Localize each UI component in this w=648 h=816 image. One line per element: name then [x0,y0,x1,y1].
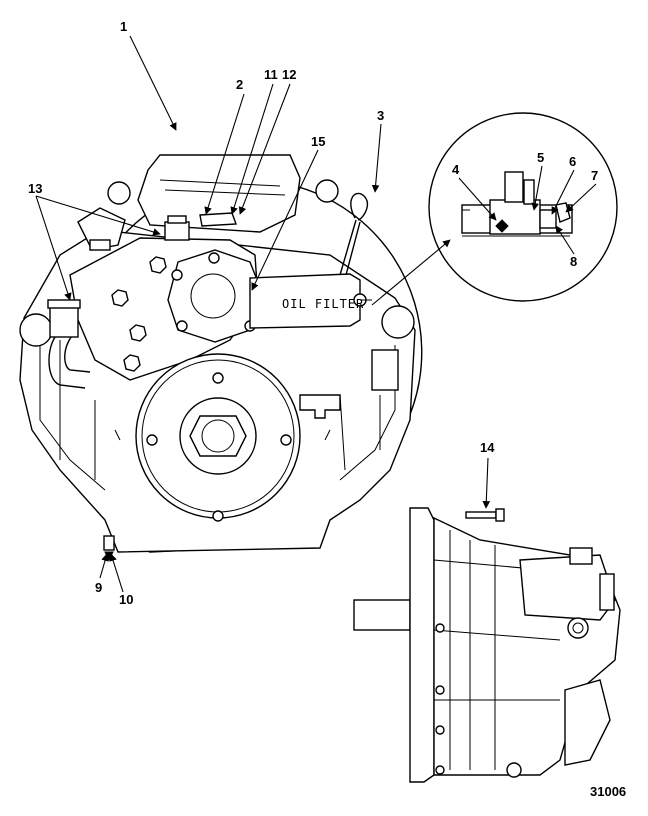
callout-2: 2 [236,77,243,92]
front-view-housing [19,154,423,562]
callout-8: 8 [570,254,577,269]
callout-9: 9 [95,580,102,595]
callout-7: 7 [591,168,598,183]
callout-14: 14 [480,440,495,455]
callout-3: 3 [377,108,384,123]
figure-number: 31006 [590,784,626,799]
callout-1: 1 [120,19,127,34]
oil-filter-label: OIL FILTER [282,297,364,311]
callout-10: 10 [119,592,133,607]
callout-5: 5 [537,150,544,165]
callout-15: 15 [311,134,325,149]
callout-6: 6 [569,154,576,169]
callout-12: 12 [282,67,296,82]
side-view-housing [353,507,621,783]
callout-11: 11 [264,67,278,82]
detail-view-circle [428,112,618,302]
callout-13: 13 [28,181,42,196]
callout-labels: 1 2 3 4 5 6 7 8 9 10 11 12 13 14 15 [28,19,598,607]
callout-4: 4 [452,162,460,177]
leader-lines [35,35,597,593]
